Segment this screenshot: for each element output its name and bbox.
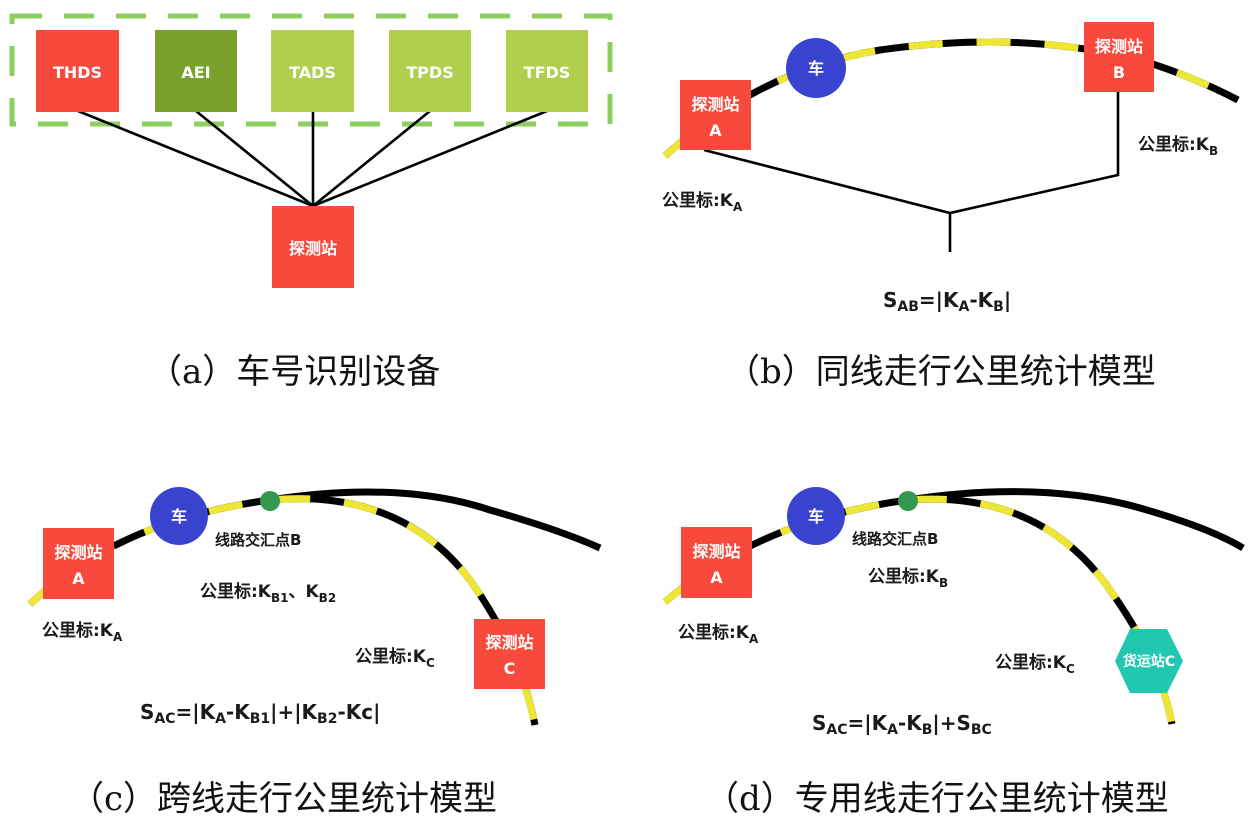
formula-b: SAB=|KA-KB| [883,288,1011,315]
car-marker: 车 [786,38,846,98]
freight-station-label: 货运站C [1122,653,1175,670]
caption-a: （a）车号识别设备 [148,352,440,392]
distance-bracket [703,92,1120,215]
station-name: 探测站 [1095,37,1143,56]
device-thds: THDS [36,30,119,112]
device-label: TFDS [524,63,571,82]
car-label: 车 [808,507,824,526]
device-label: TPDS [406,63,453,82]
km-label-b: 公里标:KB [1138,134,1218,158]
km-label-a: 公里标:KA [678,622,759,646]
car-label: 车 [808,59,824,78]
junction-point [260,491,280,511]
caption-b: （b）同线走行公里统计模型 [726,352,1156,392]
panel-c: 探测站 A 车 线路交汇点B 公里标:KB1、KB2 公里标:KA 公里标:KC… [27,487,602,819]
device-aei: AEI [155,30,237,112]
station-b: 探测站 B [1084,22,1154,92]
km-label-a: 公里标:KA [662,190,743,214]
link-tpds [312,109,431,208]
panel-d: 探测站 A 车 线路交汇点B 公里标:KB 公里标:KA 公里标:KC 货运站C… [662,487,1245,819]
main-branch [907,488,1245,551]
station-name: 探测站 [54,543,102,562]
freight-station-c: 货运站C [1115,629,1183,693]
station-name: 探测站 [691,95,739,114]
device-tfds: TFDS [506,30,588,112]
station-letter: C [504,659,516,678]
station-letter: A [72,569,85,588]
station-letter: A [709,121,722,140]
junction-point [898,491,918,511]
panel-a: THDS AEI TADS TPDS TFDS 探测站 （a）车号识别设备 [9,13,613,392]
detection-station: 探测站 [272,206,354,288]
main-branch [269,488,602,552]
station-letter: A [710,568,723,587]
station-letter: B [1113,63,1125,82]
station-a: 探测站 A [681,527,752,598]
rail-lines [27,488,602,726]
formula-c: SAC=|KA-KB1|+|KB2-Kc| [140,700,380,727]
junction-label: 线路交汇点B [215,531,301,549]
device-links [77,109,548,208]
station-c: 探测站 C [474,619,545,689]
link-aei [195,109,314,208]
km-label-b: 公里标:KB1、KB2 [200,581,336,605]
station-a: 探测站 A [43,528,114,599]
link-thds [77,109,314,208]
station-a: 探测站 A [680,80,751,150]
device-tpds: TPDS [389,30,471,112]
car-label: 车 [171,507,187,526]
rail-line [662,38,1240,159]
km-label-c: 公里标:KC [995,652,1075,676]
caption-d: （d）专用线走行公里统计模型 [705,779,1169,819]
car-marker: 车 [787,487,845,545]
car-marker: 车 [150,487,208,545]
device-tads: TADS [271,30,354,112]
km-label-a: 公里标:KA [42,620,123,644]
station-name: 探测站 [692,542,740,561]
panel-b: 探测站 A 车 探测站 B 公里标:KB 公里标:KA SAB=|KA-KB| … [662,22,1240,392]
km-label-c: 公里标:KC [355,646,435,670]
device-label: THDS [53,63,102,82]
formula-d: SAC=|KA-KB|+SBC [812,711,992,738]
junction-label: 线路交汇点B [852,530,938,548]
device-label: TADS [289,63,336,82]
device-group-border [9,13,613,127]
station-label: 探测站 [289,239,337,258]
km-label-b: 公里标:KB [868,566,948,590]
device-label: AEI [181,63,210,82]
link-tfds [312,109,548,208]
caption-c: （c）跨线走行公里统计模型 [70,779,497,819]
station-name: 探测站 [485,633,533,652]
